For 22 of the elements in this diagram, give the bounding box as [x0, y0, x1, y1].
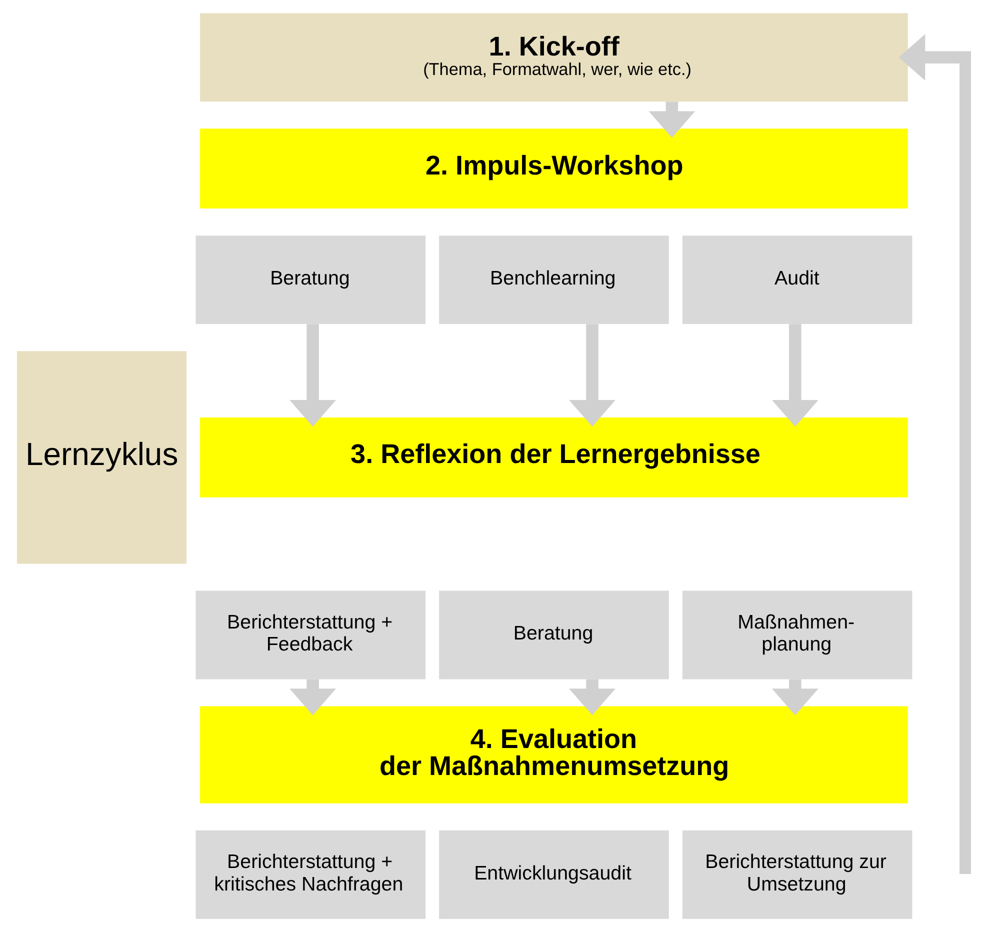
node-box: 3. Reflexion der Lernergebnisse — [200, 417, 908, 498]
node-box: Beratung — [195, 236, 426, 324]
arrow — [648, 102, 695, 138]
arrow — [568, 679, 615, 716]
node-box: Entwicklungsaudit — [438, 830, 668, 919]
node-box: Beratung — [438, 590, 668, 680]
arrow — [771, 679, 818, 716]
arrow — [568, 324, 615, 427]
node-box: 1. Kick-off (Thema, Formatwahl, wer, wie etc.) — [200, 13, 908, 102]
node-box: 2. Impuls-Workshop — [200, 128, 908, 209]
node-box: Audit — [682, 236, 912, 324]
node-box: Berichterstattung + Feedback — [195, 590, 426, 680]
node-box: Berichterstattung zur Umsetzung — [682, 830, 912, 919]
arrow — [289, 679, 336, 716]
node-box: Benchlearning — [438, 236, 668, 324]
arrow — [898, 34, 970, 874]
node-box: Lernzyklus — [16, 351, 186, 564]
arrow — [289, 324, 336, 427]
node-box: Maßnahmen- planung — [682, 590, 912, 680]
node-box: Berichterstattung + kritisches Nachfragen — [195, 830, 426, 919]
arrow — [771, 324, 818, 427]
node-box: 4. Evaluation der Maßnahmenumsetzung — [200, 706, 908, 804]
